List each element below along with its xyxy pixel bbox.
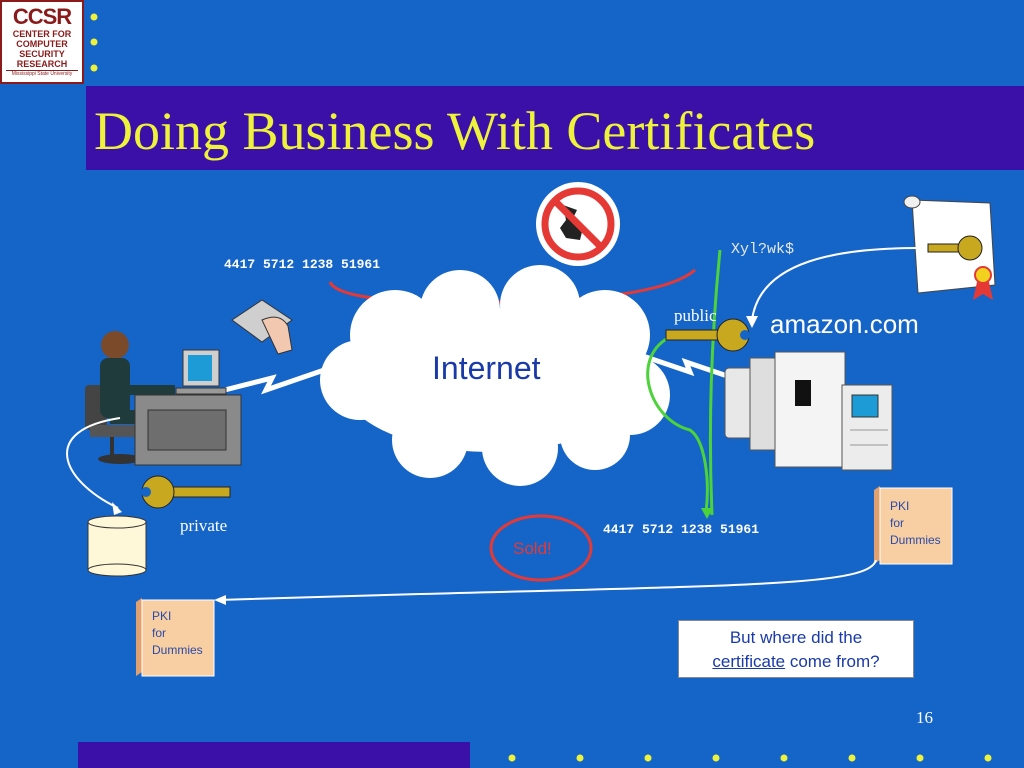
callout-line2: certificate come from? [679, 650, 913, 674]
private-key-label: private [180, 516, 228, 535]
slide-number: 16 [916, 708, 933, 727]
link-workstation-internet [204, 365, 331, 398]
slide-title: Doing Business With Certificates [94, 101, 816, 161]
green-line-curve [646, 336, 709, 513]
merchant-label: amazon.com [770, 309, 919, 339]
logo-line3: SECURITY [19, 49, 65, 59]
card-number-top: 4417 5712 1238 51961 [224, 257, 381, 272]
ccsr-logo: CCSR CENTER FOR COMPUTER SECURITY RESEAR… [0, 0, 84, 84]
certificate-scroll-icon [903, 195, 996, 300]
certificate-link[interactable]: certificate [712, 652, 786, 671]
book-left-line3: Dummies [152, 643, 203, 657]
public-key-icon [665, 318, 750, 352]
logo-line2: COMPUTER [16, 39, 68, 49]
book-transfer-arrow [217, 559, 877, 601]
certificate-question-callout: But where did the certificate come from? [678, 620, 914, 678]
callout-line1: But where did the [729, 628, 863, 647]
bottom-bar [78, 742, 470, 768]
internet-label: Internet [432, 350, 541, 386]
book-left-line2: for [152, 626, 167, 640]
book-right-line2: for [890, 516, 905, 530]
book-right-line3: Dummies [890, 533, 941, 547]
decorative-dots-bottom [508, 754, 992, 762]
link-internet-server [639, 352, 746, 385]
book-left-line1: PKI [152, 609, 172, 623]
book-left-icon [136, 598, 215, 677]
logo-university: Mississippi State University [6, 70, 78, 78]
sold-ellipse [489, 514, 593, 582]
desk-to-db-arrow [66, 417, 121, 509]
hand-card-icon [231, 299, 293, 355]
private-key-icon [141, 475, 231, 509]
decorative-dots-top [90, 13, 98, 72]
book-right-title: PKI for Dummies [890, 498, 941, 549]
book-right-line1: PKI [890, 499, 910, 513]
book-left-title: PKI for Dummies [152, 608, 203, 659]
public-key-label: public [674, 306, 717, 325]
workstation-icon [85, 331, 242, 466]
logo-acronym: CCSR [12, 4, 72, 29]
internet-cloud [320, 265, 670, 486]
server-icon [724, 351, 893, 471]
title-bar [86, 86, 1024, 170]
no-eavesdropper-icon [536, 182, 620, 266]
ciphertext: Xyl?wk$ [731, 241, 795, 258]
logo-line4: RESEARCH [16, 59, 68, 69]
callout-line2-rest: come from? [785, 652, 880, 671]
database-icon [87, 515, 147, 577]
book-right-icon [874, 486, 953, 565]
card-number-bottom: 4417 5712 1238 51961 [603, 522, 760, 537]
cert-to-key-arrow [751, 247, 921, 321]
sold-label: Sold! [513, 539, 552, 558]
green-line-vertical [708, 249, 722, 516]
logo-line1: CENTER FOR [12, 29, 72, 39]
